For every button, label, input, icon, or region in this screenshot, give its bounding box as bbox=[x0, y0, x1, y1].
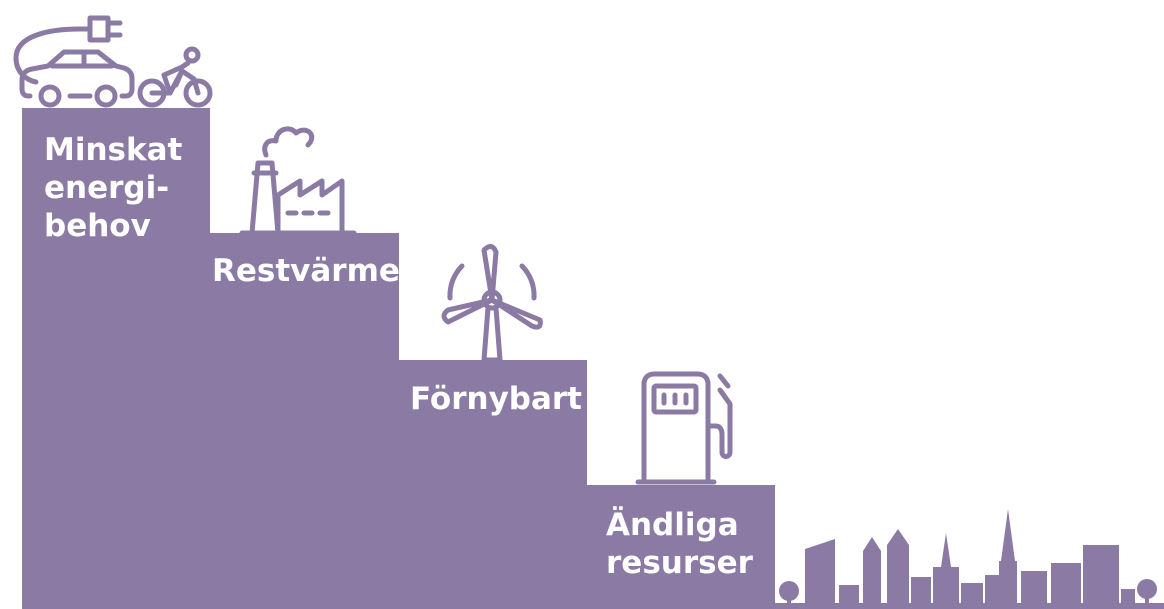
step-4-block bbox=[587, 485, 775, 609]
step-2-label: Restvärme bbox=[212, 252, 400, 290]
step-1-label-line-2: energi- bbox=[44, 170, 170, 206]
step-4-label-line-1: Ändliga bbox=[606, 507, 739, 543]
factory-icon bbox=[238, 115, 358, 236]
city-skyline-icon bbox=[775, 505, 1164, 609]
step-3-block bbox=[399, 360, 587, 609]
step-3-label: Förnybart bbox=[410, 380, 582, 418]
electric-car-icon bbox=[8, 8, 158, 108]
step-1-label-line-1: Minskat bbox=[44, 132, 183, 168]
step-3-label-line-1: Förnybart bbox=[410, 381, 582, 417]
fuel-pump-icon bbox=[635, 370, 736, 486]
step-1-label: Minskat energi- behov bbox=[44, 131, 182, 245]
step-1-label-line-3: behov bbox=[44, 208, 151, 244]
step-1-block bbox=[22, 108, 210, 609]
step-4-label: Ändliga resurser bbox=[606, 506, 753, 582]
cyclist-icon bbox=[136, 45, 216, 108]
step-4-label-line-2: resurser bbox=[606, 545, 753, 581]
wind-turbine-icon bbox=[430, 238, 554, 363]
step-2-label-line-1: Restvärme bbox=[212, 253, 400, 289]
step-2-block bbox=[210, 233, 399, 609]
